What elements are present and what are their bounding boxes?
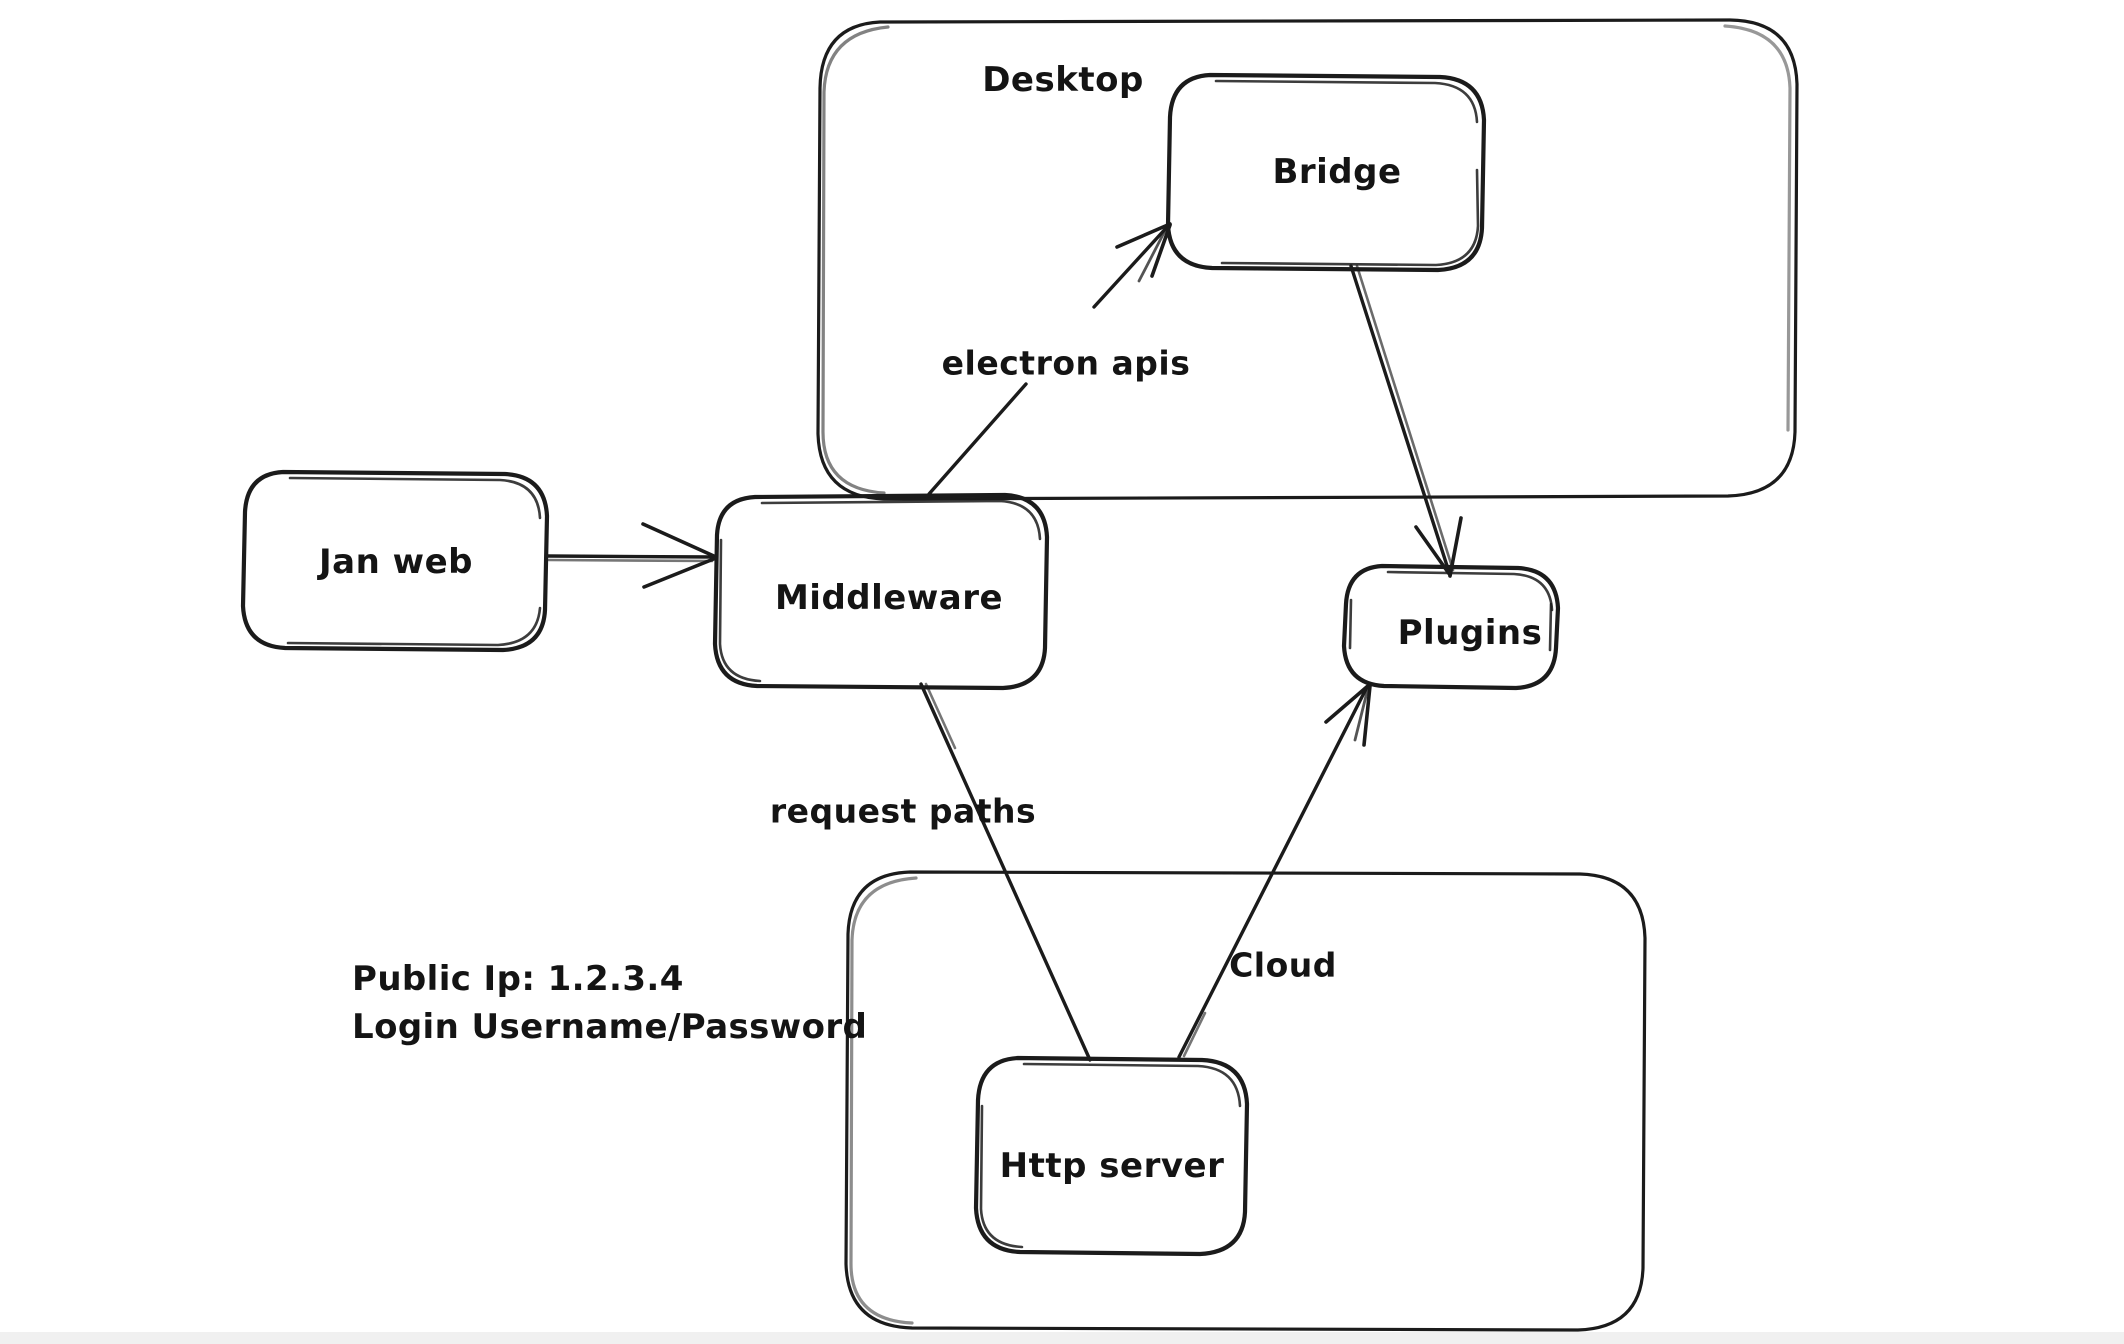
edge-bridge-to-plugins — [1349, 264, 1463, 578]
edge-label-request-paths: request paths — [769, 791, 1037, 831]
edge-jan-web-to-middleware — [545, 522, 718, 589]
group-container-cloud[interactable] — [844, 870, 1647, 1332]
node-label-middleware: Middleware — [774, 578, 1004, 618]
node-plugins[interactable] — [1341, 563, 1561, 691]
notes-block: Public Ip: 1.2.3.4 Login Username/Passwo… — [352, 955, 867, 1052]
node-middleware[interactable] — [712, 492, 1050, 691]
node-http-server[interactable] — [973, 1055, 1250, 1257]
group-label-desktop: Desktop — [982, 60, 1144, 100]
node-label-bridge: Bridge — [1272, 152, 1402, 192]
node-bridge[interactable] — [1165, 72, 1487, 273]
edge-http-server-to-plugins — [1177, 682, 1372, 1059]
group-container-desktop[interactable] — [816, 18, 1799, 501]
note-public-ip: Public Ip: 1.2.3.4 — [352, 959, 684, 999]
node-label-plugins: Plugins — [1397, 613, 1543, 653]
node-label-http-server: Http server — [999, 1146, 1225, 1186]
edge-middleware-to-bridge — [927, 221, 1172, 496]
node-label-jan-web: Jan web — [319, 542, 473, 582]
node-jan-web[interactable] — [240, 469, 550, 653]
bottom-edge-strip — [0, 1332, 2124, 1344]
edge-label-cloud: Cloud — [1229, 945, 1337, 985]
edge-middleware-to-http-server — [919, 682, 1092, 1062]
note-login-credentials: Login Username/Password — [352, 1007, 868, 1048]
edge-label-electron-apis: electron apis — [941, 343, 1191, 383]
